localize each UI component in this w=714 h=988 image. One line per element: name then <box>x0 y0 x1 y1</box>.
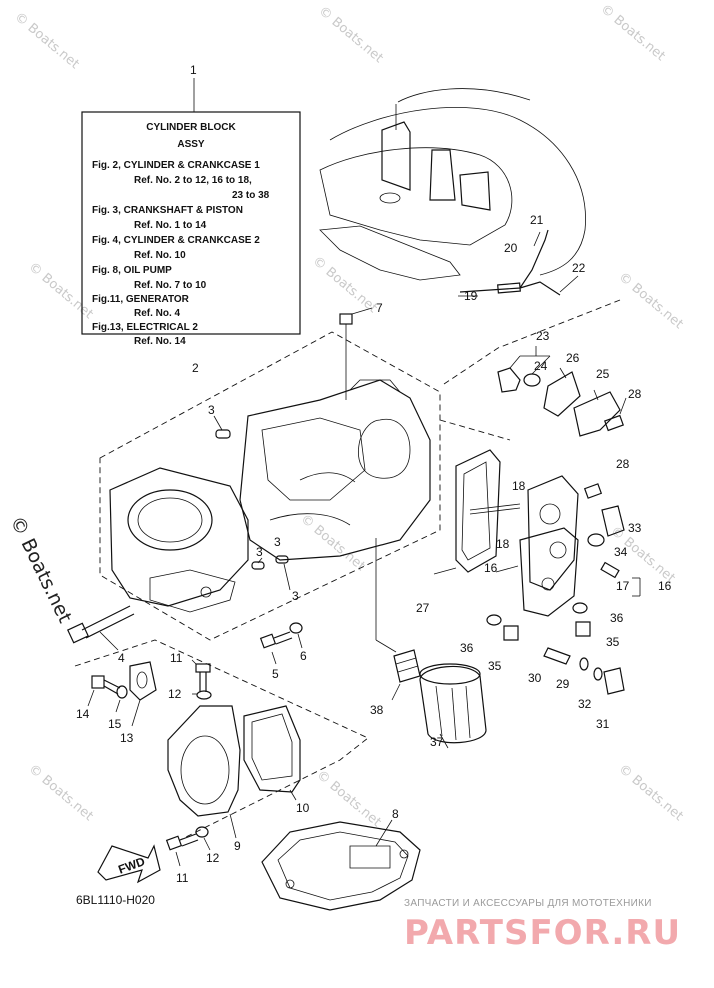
callout-label: 28 <box>628 387 642 401</box>
bolt-5 <box>259 622 303 665</box>
bolt-14 <box>87 675 128 713</box>
oil-pump-group <box>433 449 641 695</box>
callout-label: 23 <box>536 329 550 343</box>
info-box: 1 CYLINDER BLOCK ASSY Fig. 2, CYLINDER &… <box>81 63 301 347</box>
callout-label: 11 <box>170 651 183 665</box>
callout-label: 24 <box>534 359 548 373</box>
info-line: Ref. No. 4 <box>134 308 181 319</box>
callout-label: 36 <box>610 611 624 625</box>
callout-label: 31 <box>596 717 610 731</box>
callout-label: 14 <box>76 707 90 721</box>
callout-label: 11 <box>176 871 189 885</box>
thermostat-group <box>497 346 627 437</box>
info-line: Ref. No. 7 to 10 <box>134 280 207 291</box>
callout-label: 37 <box>430 735 444 749</box>
watermark: © Boats.net <box>315 4 385 66</box>
callout-label: 36 <box>460 641 474 655</box>
callout-label: 29 <box>556 677 570 691</box>
fwd-arrow: FWD <box>97 844 161 884</box>
plug-7 <box>339 307 373 400</box>
info-box-title: CYLINDER BLOCK <box>146 122 236 133</box>
exhaust-cover <box>167 705 301 839</box>
callout-label: 28 <box>616 457 630 471</box>
bolts-11 <box>129 659 212 867</box>
info-box-title: ASSY <box>177 139 205 150</box>
cylinder-block <box>109 379 431 613</box>
dowel-pins <box>213 415 291 591</box>
brand-watermark: ЗАПЧАСТИ И АКСЕССУАРЫ ДЛЯ МОТОТЕХНИКИ PA… <box>404 898 681 953</box>
callout-label: 30 <box>528 671 542 685</box>
callout-label: 15 <box>108 717 122 731</box>
info-line: Fig. 2, CYLINDER & CRANKCASE 1 <box>92 160 260 171</box>
watermark: © Boats.net <box>597 2 667 64</box>
info-line: Fig.11, GENERATOR <box>92 294 190 305</box>
callout-label: 35 <box>488 659 502 673</box>
callout-label: 25 <box>596 367 610 381</box>
callout-label: 35 <box>606 635 620 649</box>
callout-label: 27 <box>416 601 430 615</box>
callout-label: 12 <box>168 687 182 701</box>
assembly-outline <box>74 299 621 841</box>
callout-label: 6 <box>300 649 307 663</box>
info-line: Fig. 3, CRANKSHAFT & PISTON <box>92 205 243 216</box>
callout-label: 16 <box>484 561 498 575</box>
callout-label: 1 <box>190 63 197 77</box>
watermark: © Boats.net <box>25 260 95 322</box>
oil-filter <box>375 538 487 749</box>
callout-label: 3 <box>292 589 299 603</box>
callouts: 2 3 3 3 3 4 5 6 7 8 9 10 11 11 12 12 13 … <box>76 213 672 885</box>
callout-label: 13 <box>120 731 134 745</box>
watermark: © Boats.net <box>313 768 383 830</box>
bolt-4 <box>66 605 135 651</box>
diagram-code: 6BL1110-H020 <box>76 893 155 907</box>
hose-assembly <box>458 229 579 297</box>
info-line: Fig. 8, OIL PUMP <box>92 265 172 276</box>
watermark: © Boats.net <box>309 254 379 316</box>
callout-label: 18 <box>496 537 510 551</box>
callout-label: 38 <box>370 703 384 717</box>
info-line: Ref. No. 1 to 14 <box>134 220 207 231</box>
callout-label: 5 <box>272 667 279 681</box>
callout-label: 8 <box>392 807 399 821</box>
callout-label: 20 <box>504 241 518 255</box>
watermark-side: © Boats.net <box>6 513 77 627</box>
info-line: Fig.13, ELECTRICAL 2 <box>92 322 198 333</box>
callout-label: 9 <box>234 839 241 853</box>
callout-label: 33 <box>628 521 642 535</box>
watermark: © Boats.net <box>11 10 81 72</box>
callout-label: 26 <box>566 351 580 365</box>
watermark: © Boats.net <box>25 762 95 824</box>
callout-label: 10 <box>296 801 310 815</box>
callout-label: 12 <box>206 851 220 865</box>
callout-label: 34 <box>614 545 628 559</box>
info-line: Fig. 4, CYLINDER & CRANKCASE 2 <box>92 235 260 246</box>
info-line: Ref. No. 2 to 12, 16 to 18, <box>134 175 252 186</box>
engine-top-outline <box>319 88 586 281</box>
callout-label: 22 <box>572 261 586 275</box>
callout-label: 32 <box>578 697 592 711</box>
callout-label: 7 <box>376 301 383 315</box>
brand-logo: PARTSFOR.RU <box>404 913 681 953</box>
info-line: Ref. No. 14 <box>134 336 186 347</box>
callout-label: 17 <box>616 579 630 593</box>
callout-label: 21 <box>530 213 544 227</box>
callout-label: 3 <box>256 545 263 559</box>
info-line: Ref. No. 10 <box>134 250 186 261</box>
gasket-8 <box>261 819 421 911</box>
callout-label: 2 <box>192 361 199 375</box>
info-line: 23 to 38 <box>232 190 270 201</box>
callout-label: 3 <box>208 403 215 417</box>
callout-label: 4 <box>118 651 125 665</box>
watermark: © Boats.net <box>615 762 685 824</box>
callout-label: 19 <box>464 289 478 303</box>
watermark: © Boats.net <box>615 270 685 332</box>
watermark: © Boats.net <box>297 512 367 574</box>
callout-label: 3 <box>274 535 281 549</box>
brand-tagline: ЗАПЧАСТИ И АКСЕССУАРЫ ДЛЯ МОТОТЕХНИКИ <box>404 898 652 909</box>
callout-label: 18 <box>512 479 526 493</box>
callout-label: 16 <box>658 579 672 593</box>
